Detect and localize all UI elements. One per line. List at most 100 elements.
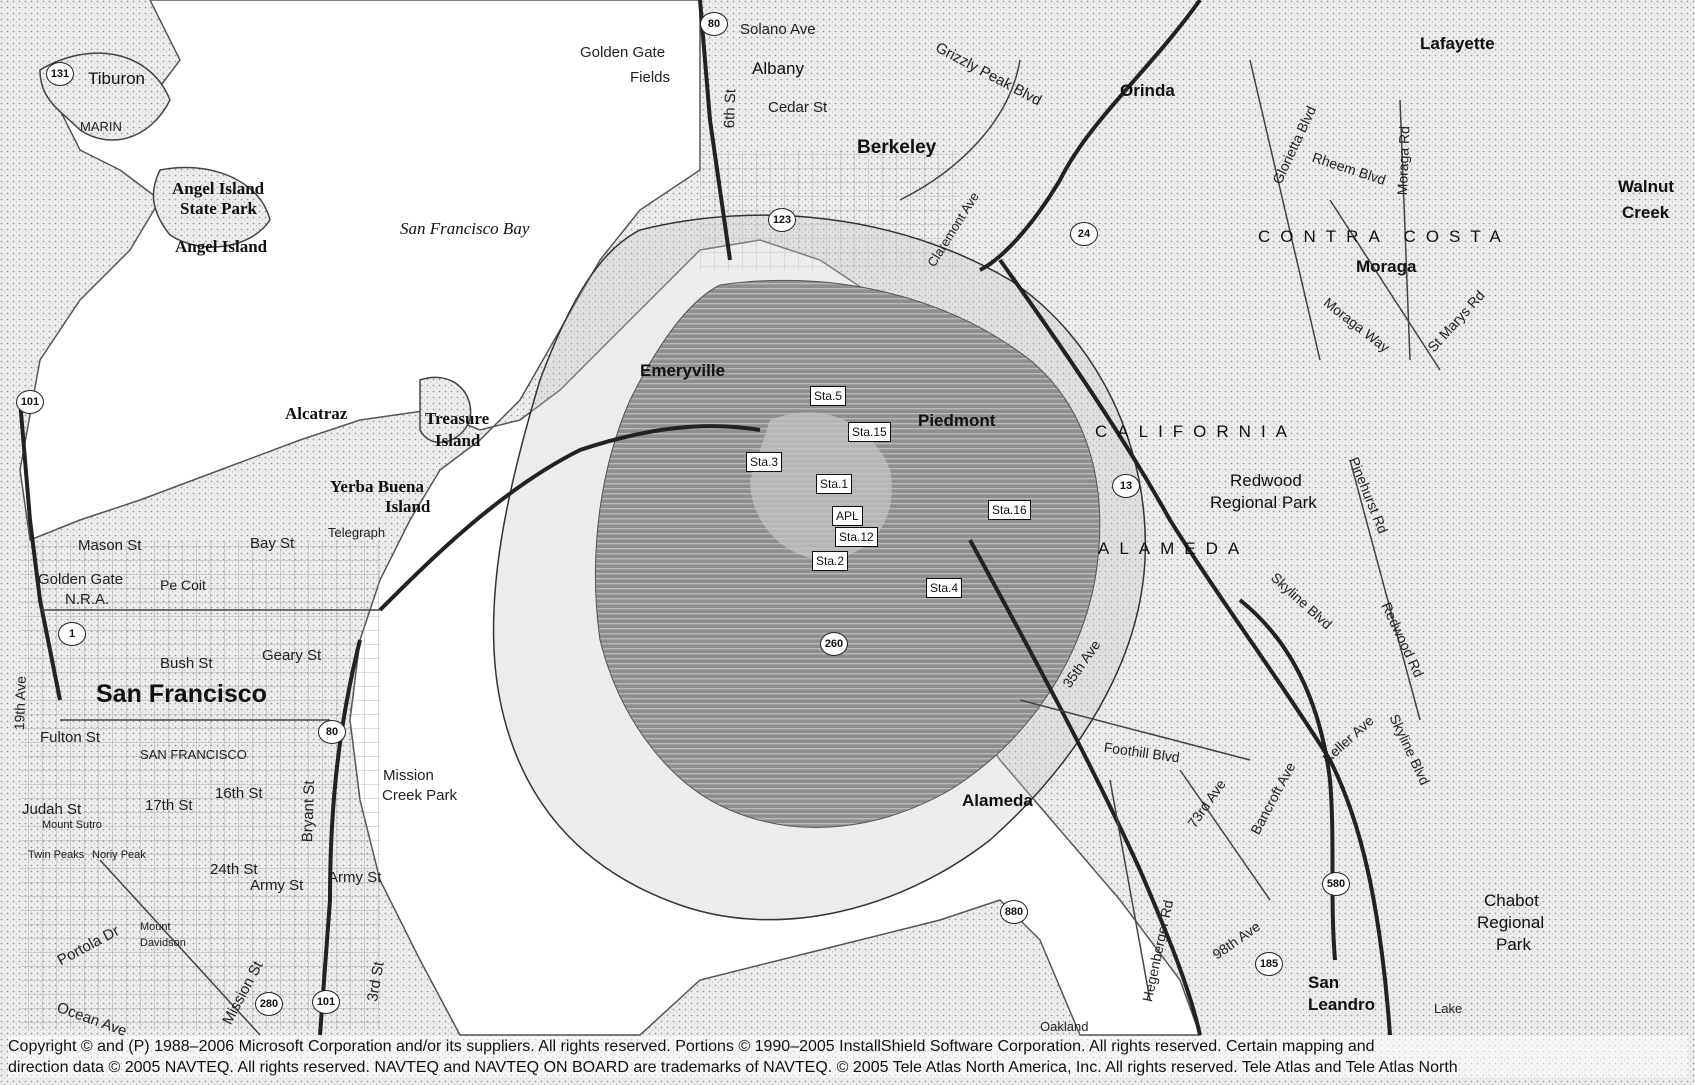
- road-us101-sf: [318, 639, 362, 1036]
- copyright-line-1: Copyright © and (P) 1988–2006 Microsoft …: [8, 1038, 1375, 1055]
- highway-shield-131: 131: [46, 62, 74, 86]
- place-san-leandro-line2: Leandro: [1308, 995, 1376, 1014]
- place-san-leandro-line1: San: [1308, 973, 1340, 992]
- berkeley-street-grid: [700, 150, 960, 270]
- street-mason-st: Mason St: [78, 537, 142, 554]
- place-moraga: Moraga: [1356, 257, 1417, 276]
- place-walnut-creek-line1: Walnut: [1618, 177, 1675, 196]
- road-skyline: [1238, 598, 1337, 961]
- highway-shield-101-south: 101: [312, 990, 340, 1014]
- place-tiburon: Tiburon: [88, 69, 146, 88]
- street-6th-st: 6th St: [721, 88, 740, 129]
- street-judah-st: Judah St: [22, 801, 82, 818]
- place-yerba-buena-line2: Island: [385, 497, 431, 516]
- street-cedar-st: Cedar St: [768, 99, 828, 116]
- highway-shield-1: 1: [58, 622, 86, 646]
- place-golden-gate-nra-line2: N.R.A.: [65, 591, 110, 608]
- road-i580: [998, 258, 1392, 1036]
- place-chabot-line2: Regional: [1477, 913, 1545, 932]
- street-army-st-west: Army St: [250, 877, 304, 894]
- place-golden-gate-fields-line1: Golden Gate: [580, 44, 666, 61]
- sf-street-grid: [20, 540, 380, 1030]
- place-yerba-buena-line1: Yerba Buena: [330, 477, 424, 496]
- street-coit-park: Pe Coit: [160, 577, 206, 593]
- region-alameda-county: ALAMEDA: [1098, 539, 1250, 558]
- place-alameda: Alameda: [962, 791, 1033, 810]
- highway-shield-880: 880: [1000, 900, 1028, 924]
- place-alcatraz: Alcatraz: [285, 404, 348, 423]
- station-marker-sta12[interactable]: Sta.12: [835, 527, 878, 547]
- region-contra-costa: CONTRA COSTA: [1258, 227, 1511, 246]
- station-marker-sta5[interactable]: Sta.5: [810, 386, 847, 406]
- place-treasure-island-line1: Treasure: [425, 409, 490, 428]
- place-golden-gate-nra-line1: Golden Gate: [38, 571, 124, 588]
- highway-shield-280: 280: [255, 992, 283, 1016]
- street-bay-st: Bay St: [250, 535, 295, 552]
- place-mount-davidson-line2: Davidson: [140, 937, 186, 949]
- place-lafayette: Lafayette: [1420, 34, 1495, 53]
- highway-shield-101-north: 101: [16, 390, 44, 414]
- station-marker-sta4[interactable]: Sta.4: [926, 578, 963, 598]
- road-sr24: [979, 0, 1202, 272]
- place-mission-creek-line1: Mission: [383, 767, 434, 784]
- street-24th-st: 24th St: [210, 861, 258, 878]
- station-marker-sta1[interactable]: Sta.1: [816, 474, 853, 494]
- place-san-francisco: San Francisco: [96, 680, 267, 708]
- highway-shield-260: 260: [820, 632, 848, 656]
- road-bay-bridge: [378, 424, 761, 612]
- station-marker-apl[interactable]: APL: [832, 506, 863, 526]
- place-telegraph-hill: Telegraph: [328, 525, 386, 540]
- highway-shield-80-north: 80: [700, 12, 728, 36]
- street-solano-ave: Solano Ave: [740, 21, 816, 38]
- station-marker-sta16[interactable]: Sta.16: [988, 500, 1031, 520]
- copyright-notice: Copyright © and (P) 1988–2006 Microsoft …: [8, 1036, 1688, 1078]
- highway-shield-13: 13: [1112, 474, 1140, 498]
- place-marin: MARIN: [80, 119, 122, 134]
- place-mount-davidson-line1: Mount: [140, 921, 171, 933]
- street-geary-st: Geary St: [262, 647, 322, 664]
- place-lake: Lake: [1434, 1001, 1463, 1016]
- region-california: CALIFORNIA: [1095, 422, 1298, 441]
- minor-roads: [40, 59, 1441, 1036]
- place-orinda: Orinda: [1120, 81, 1175, 100]
- station-marker-sta2[interactable]: Sta.2: [812, 551, 849, 571]
- region-san-francisco-county: SAN FRANCISCO: [140, 747, 247, 762]
- place-angel-island-sp-line2: State Park: [180, 199, 257, 218]
- place-noriy-peak: Noriy Peak: [92, 849, 146, 861]
- place-redwood-rp-line2: Regional Park: [1210, 493, 1317, 512]
- street-bush-st: Bush St: [160, 655, 213, 672]
- place-chabot-line1: Chabot: [1484, 891, 1539, 910]
- place-golden-gate-fields-line2: Fields: [630, 69, 671, 86]
- station-marker-sta3[interactable]: Sta.3: [746, 452, 783, 472]
- place-berkeley: Berkeley: [857, 137, 937, 158]
- station-marker-sta15[interactable]: Sta.15: [848, 422, 891, 442]
- street-moraga-rd: Moraga Rd: [1394, 125, 1413, 196]
- highway-shield-123: 123: [768, 208, 796, 232]
- place-angel-island: Angel Island: [175, 237, 268, 256]
- angel-island-shape: [152, 166, 271, 248]
- place-twin-peaks: Twin Peaks: [28, 849, 85, 861]
- place-emeryville: Emeryville: [640, 361, 726, 380]
- street-army-st-east: Army St: [328, 869, 382, 886]
- major-roads: [18, 0, 1392, 1036]
- place-albany: Albany: [752, 59, 804, 78]
- highway-shield-580: 580: [1322, 872, 1350, 896]
- place-piedmont: Piedmont: [918, 411, 996, 430]
- highway-shield-185: 185: [1255, 952, 1283, 976]
- place-mount-sutro: Mount Sutro: [42, 819, 102, 831]
- highway-shield-80-sf: 80: [318, 720, 346, 744]
- road-i880: [968, 539, 1202, 1036]
- place-treasure-island-line2: Island: [435, 431, 481, 450]
- street-fulton-st: Fulton St: [40, 729, 101, 746]
- place-sf-bay: San Francisco Bay: [400, 219, 530, 238]
- road-us101-north: [18, 399, 62, 701]
- highway-shield-24: 24: [1070, 222, 1098, 246]
- place-oakland: Oakland: [1040, 1019, 1089, 1034]
- treasure-island-shape: [419, 376, 472, 444]
- copyright-line-2: direction data © 2005 NAVTEQ. All rights…: [8, 1059, 1458, 1076]
- street-bryant-st: Bryant St: [299, 780, 319, 843]
- street-19th-ave: 19th Ave: [11, 675, 29, 731]
- place-walnut-creek-line2: Creek: [1622, 203, 1670, 222]
- place-mission-creek-line2: Creek Park: [382, 787, 458, 804]
